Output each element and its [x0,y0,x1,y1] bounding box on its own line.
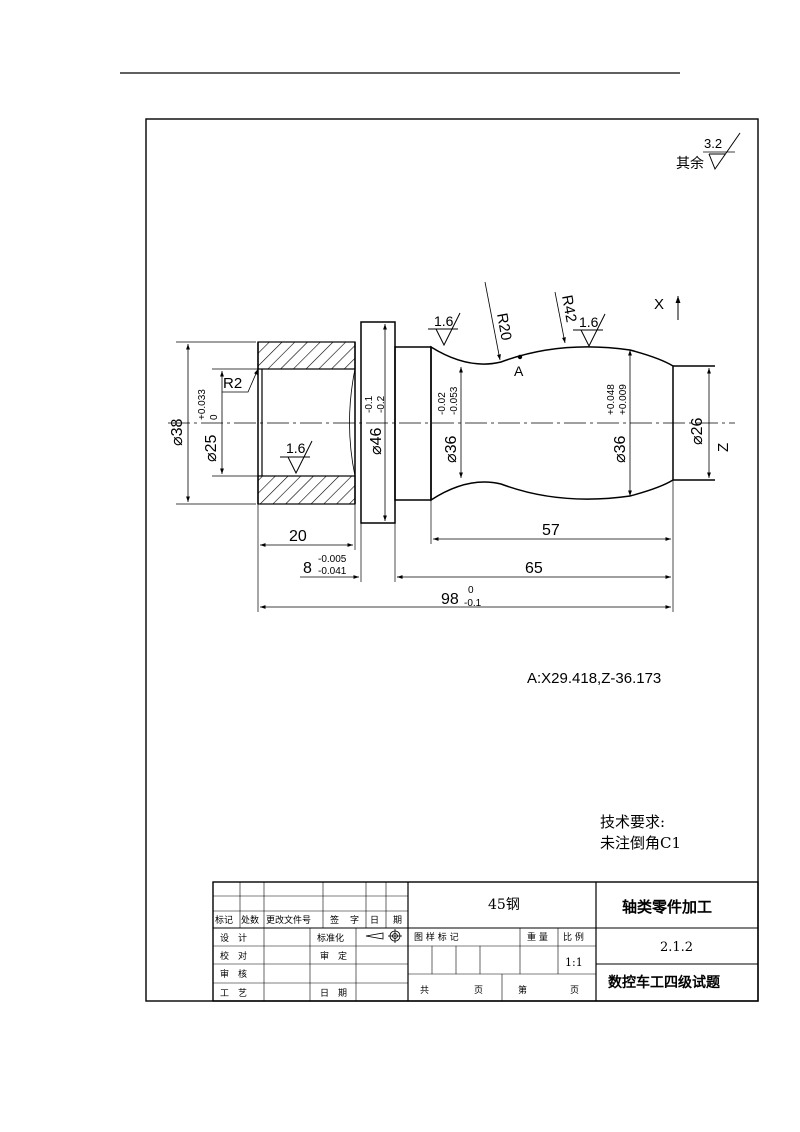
svg-text:20: 20 [289,528,307,545]
svg-text:45钢: 45钢 [488,897,520,913]
svg-text:更改文件号: 更改文件号 [266,914,311,926]
svg-text:共: 共 [420,985,429,996]
svg-text:轴类零件加工: 轴类零件加工 [622,898,712,916]
dim-len20: 20 [260,528,353,547]
svg-text:-0.041: -0.041 [318,566,347,577]
dim-len98: 98 0 -0.1 [260,585,671,609]
dim-len57: 57 [433,522,671,541]
svg-text:+0.048: +0.048 [606,384,617,415]
general-roughness: 其余 3.2 [676,132,741,172]
svg-text:8: 8 [303,560,312,577]
dim-len8: 8 -0.005 -0.041 [300,554,403,579]
svg-text:-0.053: -0.053 [449,386,460,415]
svg-text:数控车工四级试题: 数控车工四级试题 [608,974,721,991]
svg-text:-0.005: -0.005 [318,554,347,565]
svg-text:0: 0 [468,585,474,596]
drawing-frame [145,118,759,1002]
tech-req-line1: 未注倒角C1 [600,834,681,852]
dim-r42: R42 [554,291,580,344]
title-block-text: 标记 处数 更改文件号 签 字 日 期 设 计 校 对 审 核 工 艺 标准化 … [215,897,721,999]
svg-text:1.6: 1.6 [286,440,306,456]
neck [394,346,432,501]
roughness-mark-2: 1.6 [573,313,606,348]
svg-text:Z: Z [715,443,732,452]
bore-section [257,341,356,505]
svg-text:字: 字 [350,914,359,926]
coord-note: A:X29.418,Z-36.173 [527,670,661,687]
svg-text:-0.02: -0.02 [437,392,448,415]
svg-text:校 对: 校 对 [220,950,247,962]
taper-symbol [365,929,402,943]
svg-text:-0.1: -0.1 [364,395,375,413]
dim-d36-left: ⌀36 -0.02 -0.053 [437,367,463,478]
svg-text:日 期: 日 期 [320,988,347,999]
svg-text:页: 页 [570,985,579,996]
svg-text:设 计: 设 计 [220,932,247,944]
roughness-mark-1: 1.6 [428,312,461,347]
svg-text:⌀36: ⌀36 [612,435,629,463]
svg-text:工 艺: 工 艺 [220,988,247,999]
svg-text:期: 期 [393,915,402,926]
svg-text:1:1: 1:1 [565,956,583,969]
svg-text:标记: 标记 [215,914,233,926]
dim-d25: ⌀25 +0.033 0 [197,368,258,477]
svg-text:图 样 标 记: 图 样 标 记 [414,931,459,943]
dim-d26: ⌀26 [689,368,711,478]
extension-lines [257,480,674,612]
svg-text:审 核: 审 核 [220,968,247,980]
flange [360,321,396,524]
dim-r20: R20 [484,281,515,361]
svg-text:1.6: 1.6 [579,314,599,330]
dim-d36-right: ⌀36 +0.048 +0.009 [606,350,632,496]
svg-text:-0.1: -0.1 [464,598,482,609]
svg-text:+0.009: +0.009 [618,384,629,415]
svg-text:2.1.2: 2.1.2 [660,940,693,955]
svg-text:0: 0 [209,414,220,420]
svg-text:57: 57 [542,522,560,539]
svg-text:审 定: 审 定 [320,950,347,962]
svg-text:R42: R42 [558,294,580,324]
dim-d46: ⌀46 -0.1 -0.2 [364,324,387,521]
svg-text:X: X [654,296,664,313]
svg-text:R20: R20 [493,312,515,342]
svg-text:R2: R2 [223,375,242,392]
svg-text:⌀38: ⌀38 [169,418,186,446]
svg-text:⌀36: ⌀36 [443,435,460,463]
dim-r2: R2 [222,368,259,393]
roughness-mark-3: 1.6 [280,440,313,475]
svg-text:处数: 处数 [241,914,259,926]
svg-text:1.6: 1.6 [434,313,454,329]
svg-text:标准化: 标准化 [317,932,344,944]
svg-text:98: 98 [441,591,459,608]
svg-text:65: 65 [525,560,543,577]
axis-x: X [654,296,681,320]
svg-text:⌀25: ⌀25 [203,434,220,462]
dim-d38: ⌀38 [169,341,256,505]
svg-text:-0.2: -0.2 [376,395,387,413]
roughness-general-label: 其余 [676,155,704,172]
point-a: A [514,354,524,379]
shaft-profile [430,345,674,502]
dim-len65: 65 [397,560,671,579]
tech-req-title: 技术要求: [600,813,665,831]
svg-text:比 例: 比 例 [563,931,584,943]
svg-text:⌀26: ⌀26 [689,417,706,445]
svg-text:签: 签 [330,914,339,926]
svg-text:A: A [514,363,524,379]
svg-text:⌀46: ⌀46 [368,427,385,455]
title-block [212,881,759,1002]
roughness-general-value: 3.2 [704,136,722,151]
svg-text:第: 第 [518,984,527,996]
svg-text:重 量: 重 量 [527,931,548,943]
svg-text:页: 页 [474,985,483,996]
svg-text:日: 日 [370,915,379,926]
axis-z: Z [715,443,732,452]
svg-text:+0.033: +0.033 [197,389,208,420]
